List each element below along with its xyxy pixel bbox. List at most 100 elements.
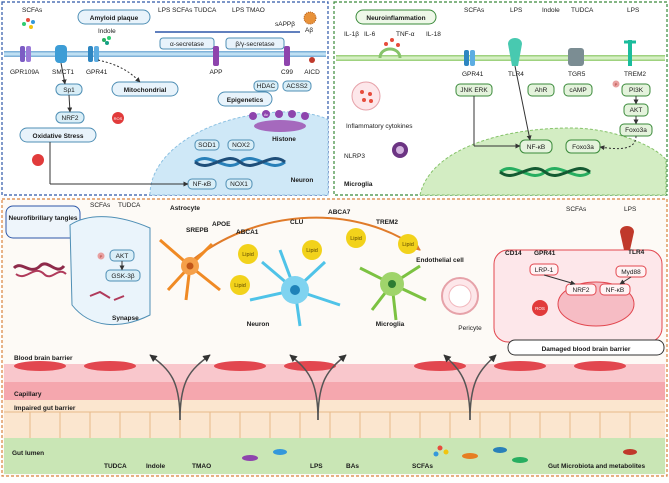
ros-bbb-icon (532, 300, 548, 316)
tgr5-label: TGR5 (568, 71, 586, 78)
gsk3b-label: GSK-3β (111, 273, 135, 280)
trem2-bottom-label: TREM2 (376, 219, 398, 226)
lipid-droplet-5 (398, 234, 418, 254)
foxo3a-microglia-label: Foxo3a (572, 144, 594, 151)
microglia-bottom-label: Microglia (376, 321, 405, 328)
translocation-arrows (149, 354, 497, 421)
gut-item-indole: Indole (146, 463, 166, 470)
aicd-icon (309, 57, 315, 63)
hdac-node (253, 80, 279, 92)
oxidative-stress-label: Oxidative Stress (33, 133, 84, 140)
neuroinflammation-title-box (355, 9, 437, 25)
gut-lumen-label: Gut lumen (12, 450, 44, 457)
phospho-pi3k-icon (612, 80, 620, 88)
acetyl-mark-label: Ac (264, 113, 268, 117)
ros-label: ROS (114, 116, 123, 121)
inflammatory-cytokines-label: Inflammatory cytokines (346, 123, 413, 130)
microglia-cell-icon (359, 264, 427, 321)
il6-label: IL-6 (364, 31, 376, 38)
aicd-label: AICD (304, 69, 320, 76)
phospho-synapse-label: P (100, 254, 103, 259)
gpr41-receptor-icon (88, 46, 99, 62)
ros-burst-icon (112, 112, 124, 124)
nrf2-bottom-label: NRF2 (573, 287, 590, 294)
synapse-label: Synapse (112, 315, 139, 322)
astrocyte-cell-icon (159, 238, 221, 301)
microglia-panel-title: Microglia (344, 181, 373, 188)
gut-item-tmao: TMAO (192, 463, 211, 470)
endothelial-cell-label: Endothelial cell (416, 257, 464, 264)
app-protein-icon (213, 46, 219, 66)
akt-microglia-label: AKT (630, 107, 643, 114)
lipid-label-1: Lipid (242, 252, 254, 258)
lipid-transport-arrow (189, 216, 421, 263)
neurofibrillary-tangles-label: Neurofibrillary tangles (9, 215, 78, 222)
il1b-label: IL-1β (344, 31, 359, 38)
cytokine-release-icon (378, 38, 402, 59)
neuron-nucleus (149, 111, 329, 196)
indole-label: Indole (98, 28, 116, 35)
tgr5-receptor-icon (568, 48, 584, 66)
abca7-label: ABCA7 (328, 209, 351, 216)
ahr-node (527, 83, 555, 97)
c99-label: C99 (281, 69, 293, 76)
c99-fragment-icon (284, 46, 290, 66)
lps2-microglia-label: LPS (627, 7, 640, 14)
lipid-label-4: Lipid (350, 236, 362, 242)
lipid-label-3: Lipid (306, 248, 318, 254)
gpr109a-receptor-icon (20, 46, 31, 62)
nox1-node (225, 178, 253, 190)
scfas-bottom-label: SCFAs (566, 206, 587, 213)
alpha-secretase-node (159, 37, 215, 50)
gpr109a-label: GPR109A (10, 69, 40, 76)
nrf2-bottom-node (565, 283, 597, 296)
nfkb-neuron-label: NF-κB (193, 181, 211, 188)
trem2-microglia-label: TREM2 (624, 71, 646, 78)
epigenetics-label: Epigenetics (227, 97, 264, 104)
lrp1-label: LRP-1 (535, 267, 554, 274)
gut-epithelium-band (4, 400, 665, 438)
blood-vessel-cross-section-icon (441, 277, 479, 315)
nox2-node (227, 139, 255, 151)
gut-microbes-icon (242, 445, 637, 463)
mitochondrial-label: Mitochondrial (124, 87, 167, 94)
sod1-label: SOD1 (198, 142, 216, 149)
epigenetics-node (217, 91, 273, 107)
amyloid-plaque-title-box (77, 9, 151, 25)
gut-epithelial-cells (4, 411, 665, 438)
gut-item-microbiota: Gut Microbiota and metabolites (548, 463, 646, 470)
hdac-label: HDAC (257, 83, 276, 90)
beta-gamma-secretase-node (225, 37, 285, 50)
scfas-synapse-label: SCFAs (90, 202, 111, 209)
scfa-molecules-icon (22, 18, 35, 29)
tlr4-microglia-label: TLR4 (508, 71, 524, 78)
sp1-label: Sp1 (63, 87, 75, 94)
neuron-dna-icon (194, 157, 286, 167)
amyloid-plaque-title: Amyloid plaque (90, 15, 139, 22)
mitochondrial-node (111, 81, 179, 97)
nox2-label: NOX2 (232, 142, 250, 149)
acss2-node (282, 80, 312, 92)
gut-lumen-band (4, 438, 665, 474)
sod1-node (194, 139, 220, 151)
app-label: APP (209, 69, 222, 76)
ros-bbb-label: ROS (535, 306, 545, 311)
foxo3a-side-label: Foxo3a (625, 127, 647, 134)
lipid-droplet-3 (302, 240, 322, 260)
lipid-droplet-2 (230, 275, 250, 295)
gut-item-lps: LPS (310, 463, 323, 470)
nlrp3-label: NLRP3 (344, 153, 365, 160)
cytokine-vesicle-icon (351, 81, 381, 111)
acss2-label: ACSS2 (286, 83, 308, 90)
alpha-secretase-label: α-secretase (170, 41, 204, 48)
astrocyte-label: Astrocyte (170, 205, 200, 212)
nfkb-microglia-label: NF-κB (527, 144, 545, 151)
srepb-label: SREPB (186, 227, 209, 234)
akt-synapse-label: AKT (116, 253, 129, 260)
tau-tangle-icon (12, 262, 67, 278)
nfkb-bottom-node (599, 283, 631, 296)
lipid-droplets (230, 228, 418, 295)
gut-item-scfas: SCFAs (412, 463, 433, 470)
nox1-label: NOX1 (230, 181, 248, 188)
